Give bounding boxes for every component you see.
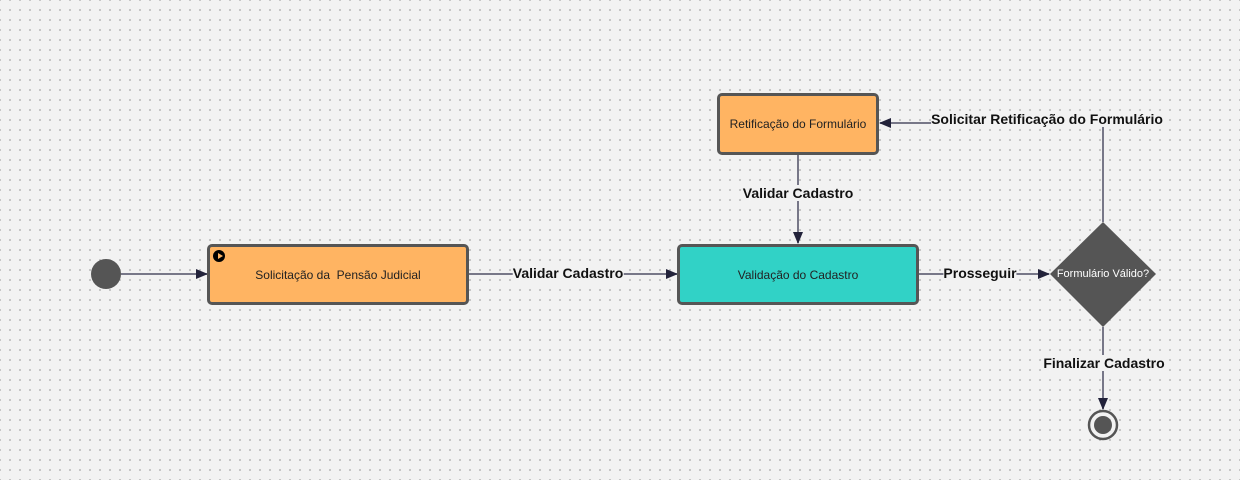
decision-node[interactable] — [1050, 222, 1156, 327]
start-node[interactable] — [91, 259, 121, 289]
decision-label: Formulário Válido? — [1056, 268, 1150, 280]
play-icon — [213, 250, 225, 262]
end-node-inner — [1094, 416, 1112, 434]
task-solicitacao[interactable]: Solicitação da Pensão Judicial — [207, 244, 469, 305]
edge-label-validar-cadastro-2: Validar Cadastro — [742, 185, 854, 201]
edge-label-validar-cadastro-1: Validar Cadastro — [512, 265, 624, 281]
edge-label-prosseguir: Prosseguir — [943, 265, 1017, 281]
task-validacao-label: Validação do Cadastro — [737, 267, 859, 282]
edge-decisao-to-retificacao[interactable] — [879, 118, 1104, 222]
edge-label-solicitar-retificacao: Solicitar Retificação do Formulário — [931, 111, 1163, 127]
task-retificacao[interactable]: Retificação do Formulário — [717, 93, 879, 155]
edge-label-finalizar-cadastro: Finalizar Cadastro — [1043, 355, 1165, 371]
task-solicitacao-label: Solicitação da Pensão Judicial — [255, 267, 421, 282]
task-retificacao-label: Retificação do Formulário — [729, 117, 867, 131]
end-node-outer[interactable] — [1087, 409, 1119, 441]
task-validacao[interactable]: Validação do Cadastro — [677, 244, 919, 305]
